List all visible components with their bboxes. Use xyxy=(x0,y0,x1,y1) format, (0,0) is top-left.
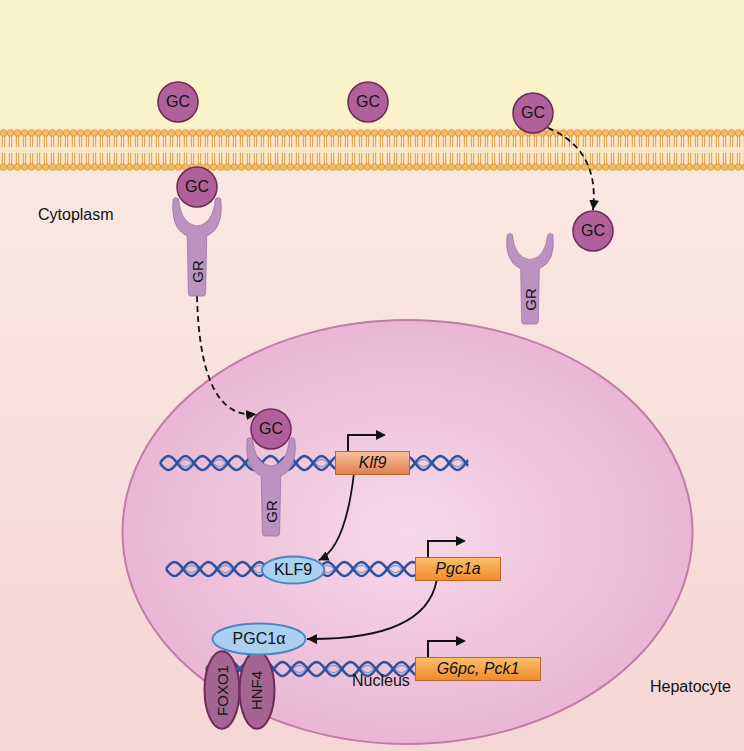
hepatocyte-cell: CytoplasmHepatocyte GC GR GC GR Nucleus GC GR Kl… xyxy=(0,172,744,751)
extracellular-space xyxy=(0,0,744,150)
label-wrap: Cytoplasm xyxy=(38,206,114,224)
shape-label: G6pc, Pck1 xyxy=(437,660,520,678)
shape-label: GR xyxy=(522,288,539,311)
label-wrap: Nucleus xyxy=(352,672,410,690)
region-label: Nucleus xyxy=(352,672,410,689)
arrowhead xyxy=(376,430,386,440)
shape-label: HNF4 xyxy=(249,670,266,709)
factor-ellipse: HNF4 xyxy=(239,650,275,730)
transcription-start-arrow xyxy=(428,541,458,557)
connector-arrow xyxy=(307,581,437,639)
gene-box: Klf9 xyxy=(335,451,410,475)
glucocorticoid-circle: GC xyxy=(572,210,614,252)
factor-ellipse: FOXO1 xyxy=(204,650,240,730)
connector-arrow xyxy=(548,128,594,210)
cell-membrane xyxy=(0,128,744,172)
shape-label: Pgc1a xyxy=(435,560,480,578)
arrowhead xyxy=(456,636,466,646)
label-wrap: Hepatocyte xyxy=(650,678,731,696)
shape-label: GC xyxy=(259,420,283,438)
glucocorticoid-circle: GC xyxy=(157,81,199,123)
protein-ellipse: KLF9 xyxy=(261,556,325,584)
shape-label: GC xyxy=(521,104,545,122)
glucocorticoid-circle: GC xyxy=(250,408,292,450)
gene-box: G6pc, Pck1 xyxy=(415,657,541,681)
dna-strand xyxy=(160,456,468,470)
arrowhead xyxy=(456,536,466,546)
nucleus-ellipse: Nucleus GC GR Klf9KLF9 Pgc1aPGC1αFOXO1 HNF4 G6… xyxy=(120,318,695,746)
glucocorticoid-circle: GC xyxy=(347,81,389,123)
transcription-start-arrow xyxy=(428,641,458,657)
glucocorticoid-circle: GC xyxy=(176,166,218,208)
receptor-shape: GR xyxy=(504,232,556,324)
region-label: Cytoplasm xyxy=(38,206,114,223)
shape-label: PGC1α xyxy=(233,630,286,648)
connector-arrow xyxy=(319,475,354,560)
receptor-shape: GR xyxy=(244,436,298,536)
shape-label: GR xyxy=(263,500,280,523)
cytoplasm-ground xyxy=(0,150,744,751)
protein-ellipse: PGC1α xyxy=(211,623,307,655)
receptor-shape: GR xyxy=(170,196,224,296)
dna-strand xyxy=(160,456,468,470)
membrane-core xyxy=(0,128,744,172)
shape-label: GR xyxy=(189,260,206,283)
shape-label: KLF9 xyxy=(274,561,312,579)
gene-box: Pgc1a xyxy=(415,557,501,581)
glucocorticoid-circle: GC xyxy=(512,92,554,134)
connector-arrow xyxy=(197,296,256,414)
shape-label: GC xyxy=(356,93,380,111)
shape-label: Klf9 xyxy=(359,454,387,472)
shape-label: FOXO1 xyxy=(214,665,231,716)
shape-label: GC xyxy=(166,93,190,111)
shape-label: GC xyxy=(185,178,209,196)
shape-label: GC xyxy=(581,222,605,240)
transcription-start-arrow xyxy=(348,435,378,451)
region-label: Hepatocyte xyxy=(650,678,731,695)
